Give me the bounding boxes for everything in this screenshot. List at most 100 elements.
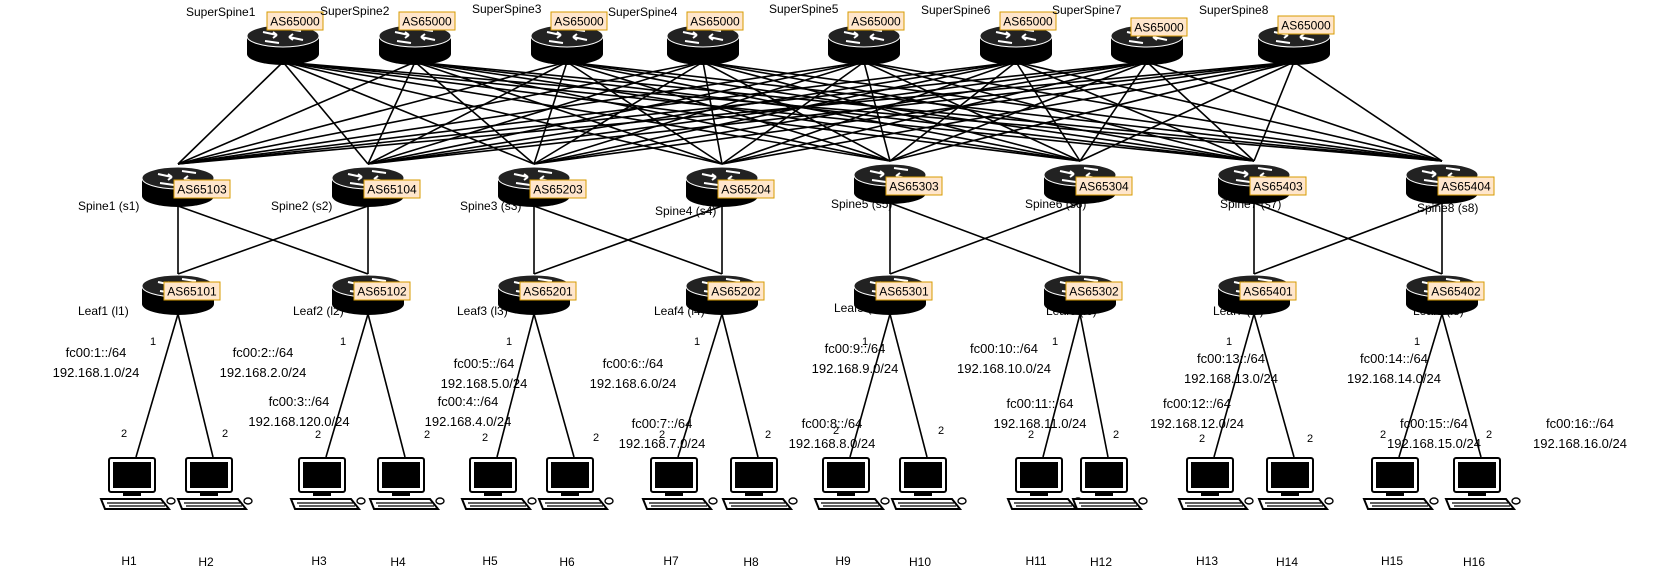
leaf-port-label: 1 bbox=[1052, 336, 1058, 348]
as-number: AS65303 bbox=[889, 180, 939, 194]
link-superspine-spine bbox=[367, 61, 704, 165]
link-superspine-spine bbox=[367, 61, 1148, 165]
host-16[interactable] bbox=[1444, 457, 1521, 510]
ipv4-prefix: 192.168.16.0/24 bbox=[1533, 436, 1627, 451]
leaf-port-label: 1 bbox=[506, 336, 512, 348]
spine-as-badge: AS65203 bbox=[529, 179, 587, 199]
as-number: AS65000 bbox=[690, 15, 740, 29]
link-superspine-spine bbox=[702, 61, 723, 165]
link-superspine-spine bbox=[282, 61, 1443, 162]
computer-icon bbox=[890, 457, 967, 510]
host-port-label: 2 bbox=[833, 425, 839, 437]
host-port-label: 2 bbox=[593, 432, 599, 444]
host-12[interactable] bbox=[1071, 457, 1148, 510]
as-number: AS65000 bbox=[1281, 19, 1331, 33]
host-port-label: 2 bbox=[938, 425, 944, 437]
link-leaf-host bbox=[721, 313, 759, 458]
link-superspine-spine bbox=[1079, 61, 1295, 162]
superspine-router-2[interactable] bbox=[378, 24, 452, 65]
ipv4-prefix: 192.168.11.0/24 bbox=[993, 416, 1086, 431]
as-number: AS65204 bbox=[721, 183, 771, 197]
host-8[interactable] bbox=[721, 457, 798, 510]
spine-name: Spine6 (s6) bbox=[1025, 197, 1086, 211]
leaf-as-badge: AS65101 bbox=[163, 281, 221, 301]
superspine-name: SuperSpine6 bbox=[921, 3, 991, 17]
leaf-as-badge: AS65302 bbox=[1065, 281, 1123, 301]
computer-icon bbox=[1071, 457, 1148, 510]
computer-icon bbox=[176, 457, 253, 510]
leaf-name: Leaf4 (l4) bbox=[654, 304, 705, 318]
host-name: H10 bbox=[909, 555, 931, 569]
link-superspine-spine bbox=[889, 61, 1295, 162]
superspine-router-5[interactable] bbox=[827, 24, 901, 65]
spine-name: Spine5 (s5) bbox=[831, 197, 892, 211]
ipv4-prefix: 192.168.14.0/24 bbox=[1347, 371, 1441, 386]
host-port-label: 2 bbox=[1028, 429, 1034, 441]
host-14[interactable] bbox=[1257, 457, 1334, 510]
superspine-router-3[interactable] bbox=[530, 24, 604, 65]
link-superspine-spine bbox=[414, 61, 535, 165]
as-number: AS65000 bbox=[554, 15, 604, 29]
leaf-port-label: 1 bbox=[862, 336, 868, 348]
link-superspine-spine bbox=[863, 61, 1081, 162]
superspine-name: SuperSpine4 bbox=[608, 5, 678, 19]
computer-icon bbox=[1444, 457, 1521, 510]
host-name: H6 bbox=[559, 555, 575, 569]
link-superspine-spine bbox=[533, 61, 865, 165]
host-1[interactable] bbox=[99, 457, 176, 510]
host-3[interactable] bbox=[289, 457, 366, 510]
as-number: AS65201 bbox=[523, 285, 573, 299]
superspine-as-badge: AS65000 bbox=[1130, 17, 1188, 37]
host-2[interactable] bbox=[176, 457, 253, 510]
link-superspine-spine bbox=[177, 61, 865, 165]
as-number: AS65301 bbox=[879, 285, 929, 299]
host-port-label: 2 bbox=[424, 429, 430, 441]
ipv4-prefix: 192.168.9.0/24 bbox=[812, 361, 899, 376]
host-name: H5 bbox=[482, 554, 498, 568]
host-13[interactable] bbox=[1177, 457, 1254, 510]
link-spine-leaf bbox=[533, 205, 723, 275]
superspine-router-6[interactable] bbox=[979, 24, 1053, 65]
link-superspine-spine bbox=[566, 61, 1081, 162]
host-5[interactable] bbox=[460, 457, 537, 510]
as-number: AS65404 bbox=[1441, 180, 1491, 194]
as-number: AS65104 bbox=[367, 183, 417, 197]
host-11[interactable] bbox=[1006, 457, 1083, 510]
link-superspine-spine bbox=[702, 61, 1081, 162]
link-spine-leaf bbox=[889, 202, 1081, 275]
as-number: AS65304 bbox=[1079, 180, 1129, 194]
host-7[interactable] bbox=[641, 457, 718, 510]
link-leaf-host bbox=[889, 313, 928, 458]
ipv4-prefix: 192.168.10.0/24 bbox=[957, 361, 1051, 376]
host-9[interactable] bbox=[813, 457, 890, 510]
host-port-label: 2 bbox=[765, 429, 771, 441]
host-4[interactable] bbox=[368, 457, 445, 510]
spine-name: Spine1 (s1) bbox=[78, 199, 139, 213]
link-superspine-spine bbox=[177, 61, 704, 165]
leaf-port-label: 1 bbox=[1226, 336, 1232, 348]
host-6[interactable] bbox=[537, 457, 614, 510]
superspine-router-4[interactable] bbox=[666, 24, 740, 65]
link-superspine-spine bbox=[533, 61, 1148, 165]
spine-as-badge: AS65403 bbox=[1249, 176, 1307, 196]
superspine-as-badge: AS65000 bbox=[398, 11, 456, 31]
host-10[interactable] bbox=[890, 457, 967, 510]
link-superspine-spine bbox=[863, 61, 1443, 162]
as-number: AS65102 bbox=[357, 285, 407, 299]
superspine-router-1[interactable] bbox=[246, 24, 320, 65]
link-superspine-spine bbox=[702, 61, 1443, 162]
ipv4-prefix: 192.168.15.0/24 bbox=[1387, 436, 1481, 451]
ipv6-prefix: fc00:11::/64 bbox=[1007, 396, 1074, 411]
leaf-name: Leaf3 (l3) bbox=[457, 304, 508, 318]
ipv6-prefix: fc00:6::/64 bbox=[603, 356, 664, 371]
link-leaf-host bbox=[1079, 313, 1109, 458]
router-icon bbox=[378, 24, 452, 65]
ipv6-prefix: fc00:13::/64 bbox=[1197, 351, 1265, 366]
ipv6-prefix: fc00:15::/64 bbox=[1400, 416, 1468, 431]
router-icon bbox=[827, 24, 901, 65]
host-15[interactable] bbox=[1362, 457, 1439, 510]
